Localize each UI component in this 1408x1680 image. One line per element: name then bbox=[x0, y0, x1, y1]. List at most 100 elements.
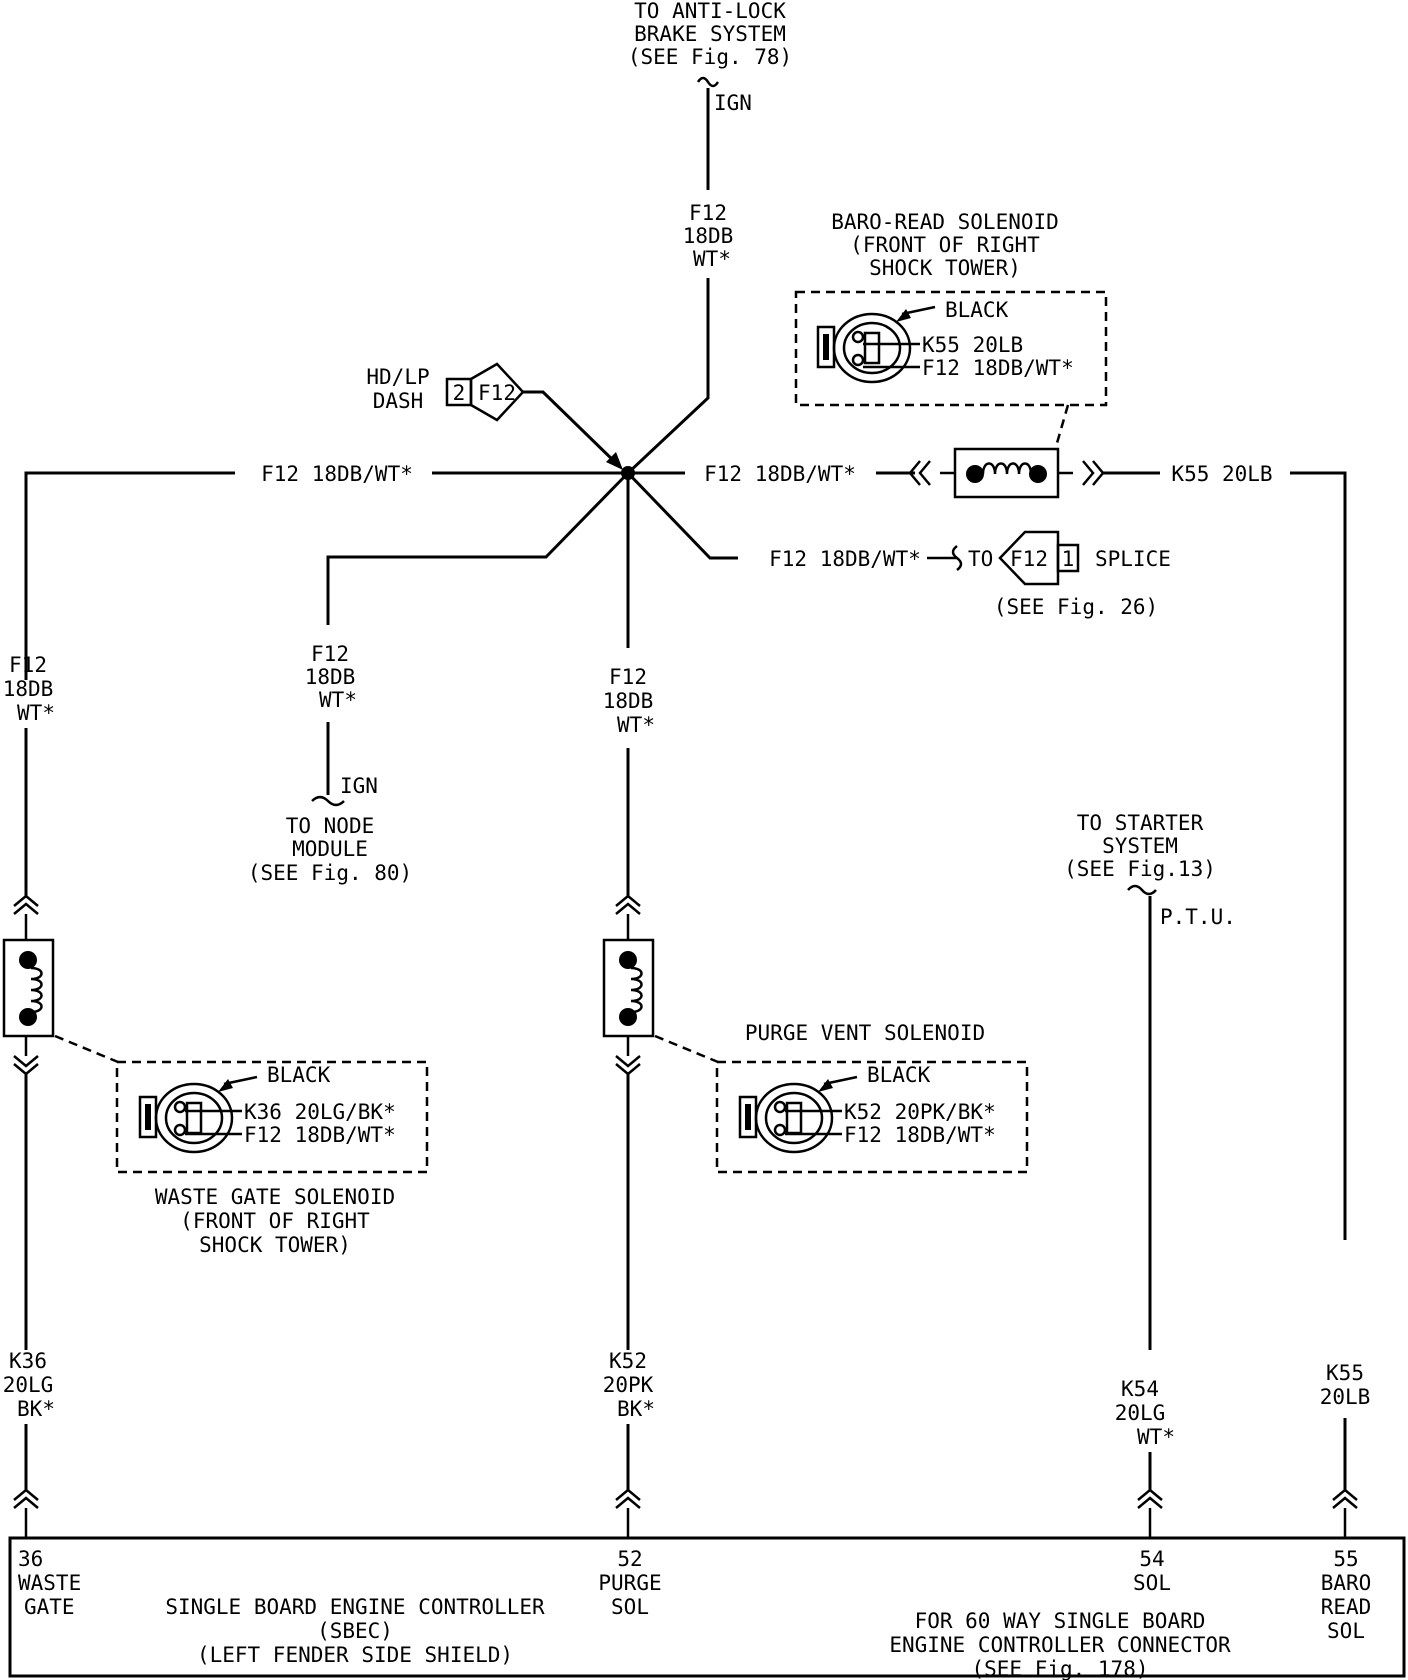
hdlp-pin: 2 bbox=[453, 381, 466, 405]
wire-node-branch bbox=[326, 471, 630, 625]
purge-title: PURGE VENT SOLENOID bbox=[745, 1021, 985, 1045]
wire-splice-branch bbox=[626, 471, 738, 560]
baro-leader-dashed bbox=[1053, 404, 1070, 451]
wire-f12-left-top bbox=[24, 471, 235, 680]
hdlp-line2: DASH bbox=[373, 389, 424, 413]
purge-connector-icon bbox=[738, 1082, 834, 1154]
splice-pin-box bbox=[1056, 543, 1080, 573]
purge-pin1-label: K52 20PK/BK* bbox=[844, 1100, 996, 1124]
ign-label-top: IGN bbox=[714, 91, 752, 115]
starter-fig-ref: (SEE Fig.13) bbox=[1064, 857, 1216, 881]
pin-55-number: 55 bbox=[1333, 1547, 1358, 1571]
splice-wire-break bbox=[927, 545, 963, 571]
center-wire-color: WT* bbox=[617, 713, 655, 737]
node-wire-gauge: 18DB bbox=[305, 665, 356, 689]
k54-wire-gauge: 20LG bbox=[1115, 1401, 1166, 1425]
splice-circuit: F12 bbox=[1010, 547, 1048, 571]
k36-wire-color: BK* bbox=[17, 1397, 55, 1421]
left-wire-color: WT* bbox=[17, 701, 55, 725]
pin-55: 55 BARO READ SOL bbox=[1321, 1547, 1372, 1643]
pin-36-label2: GATE bbox=[24, 1595, 75, 1619]
waste-gate-title-2: (FRONT OF RIGHT bbox=[180, 1209, 370, 1233]
purge-color-label: BLACK bbox=[867, 1063, 931, 1087]
hdlp-dash-reference: HD/LP DASH 2 F12 bbox=[366, 362, 525, 422]
splice-label: SPLICE bbox=[1095, 547, 1171, 571]
k52-connector-icon bbox=[615, 1488, 641, 1509]
k54-connector-icon bbox=[1137, 1488, 1163, 1509]
sbec-controller-box bbox=[8, 1536, 1406, 1678]
k55-bus-label: K55 20LB bbox=[1171, 462, 1272, 486]
hdlp-connector-diamond bbox=[469, 362, 525, 422]
waste-gate-coil-icon bbox=[30, 966, 43, 1014]
waste-gate-pin2-label: F12 18DB/WT* bbox=[244, 1123, 396, 1147]
k52-wire-circuit: K52 bbox=[609, 1349, 647, 1373]
k52-wire-gauge: 20PK bbox=[603, 1373, 654, 1397]
waste-gate-coil-box bbox=[2, 938, 55, 1038]
k54-wire-circuit: K54 bbox=[1121, 1377, 1159, 1401]
top-wire-circuit: F12 bbox=[689, 201, 727, 225]
pin-36-label1: WASTE bbox=[18, 1571, 81, 1595]
starter-line2: SYSTEM bbox=[1102, 834, 1178, 858]
baro-read-solenoid-box bbox=[794, 290, 1108, 407]
anti-lock-brake-reference: TO ANTI-LOCK BRAKE SYSTEM (SEE Fig. 78) … bbox=[628, 0, 792, 115]
connector-chevrons-right bbox=[1082, 460, 1105, 486]
center-wire-gauge: 18DB bbox=[603, 689, 654, 713]
k55-connector-icon bbox=[1332, 1488, 1358, 1509]
baro-title-1: BARO-READ SOLENOID bbox=[831, 210, 1059, 234]
k36-wire-circuit: K36 bbox=[9, 1349, 47, 1373]
pin-52-label1: PURGE bbox=[598, 1571, 661, 1595]
connector-note-2: ENGINE CONTROLLER CONNECTOR bbox=[889, 1633, 1231, 1657]
k55-wire-gauge: 20LB bbox=[1320, 1385, 1371, 1409]
wire-break-symbol-top bbox=[696, 76, 720, 88]
controller-title: SINGLE BOARD ENGINE CONTROLLER bbox=[165, 1595, 545, 1619]
coil-terminal-left bbox=[966, 465, 984, 483]
node-wire-circuit: F12 bbox=[311, 642, 349, 666]
node-wire-color: WT* bbox=[319, 688, 357, 712]
baro-title-3: SHOCK TOWER) bbox=[869, 256, 1021, 280]
anti-lock-line2: BRAKE SYSTEM bbox=[634, 22, 786, 46]
purge-upper-connector bbox=[615, 894, 641, 915]
wire-hdlp bbox=[523, 390, 620, 467]
baro-pin1-label: K55 20LB bbox=[922, 333, 1023, 357]
waste-gate-terminal-top bbox=[19, 951, 37, 969]
pin-55-label1: BARO bbox=[1321, 1571, 1372, 1595]
left-bus-label: F12 18DB/WT* bbox=[261, 462, 413, 486]
hdlp-arrow-icon bbox=[606, 452, 623, 470]
pin-55-label3: SOL bbox=[1327, 1619, 1365, 1643]
hdlp-circuit: F12 bbox=[478, 381, 516, 405]
purge-solenoid-box bbox=[715, 1060, 1029, 1174]
waste-gate-title-1: WASTE GATE SOLENOID bbox=[155, 1185, 395, 1209]
pin-36: 36 WASTE GATE bbox=[18, 1547, 81, 1619]
top-wire-color: WT* bbox=[693, 247, 731, 271]
wire-label-top: F12 18DB WT* bbox=[683, 201, 734, 271]
k54-wire-color: WT* bbox=[1137, 1425, 1175, 1449]
coil-terminal-right bbox=[1029, 465, 1047, 483]
node-dest-fig-ref: (SEE Fig. 80) bbox=[248, 861, 412, 885]
purge-pin2-label: F12 18DB/WT* bbox=[844, 1123, 996, 1147]
top-wire-gauge: 18DB bbox=[683, 224, 734, 248]
pin-54-label1: SOL bbox=[1133, 1571, 1171, 1595]
coil-winding-icon bbox=[981, 462, 1033, 475]
left-wire-gauge: 18DB bbox=[3, 677, 54, 701]
baro-arrow-icon bbox=[896, 309, 911, 322]
wire-break-symbol-node bbox=[311, 795, 345, 807]
k52-wire-color: BK* bbox=[617, 1397, 655, 1421]
wire-f12-top bbox=[626, 278, 710, 475]
k36-connector-icon bbox=[13, 1488, 39, 1509]
splice-to-label: TO bbox=[968, 547, 993, 571]
connector-fig-ref: (SEE Fig. 178) bbox=[971, 1657, 1148, 1680]
node-dest-line2: MODULE bbox=[292, 837, 368, 861]
pin-52: 52 PURGE SOL bbox=[598, 1547, 661, 1619]
purge-terminal-top bbox=[619, 951, 637, 969]
purge-leader-dashed bbox=[654, 1034, 719, 1064]
wire-break-symbol-starter bbox=[1127, 884, 1157, 896]
controller-abbrev: (SBEC) bbox=[317, 1619, 393, 1643]
pin-52-label2: SOL bbox=[611, 1595, 649, 1619]
ign-label-node: IGN bbox=[340, 774, 378, 798]
connector-note-1: FOR 60 WAY SINGLE BOARD bbox=[915, 1609, 1206, 1633]
pin-54: 54 SOL bbox=[1133, 1547, 1171, 1595]
pin-54-number: 54 bbox=[1139, 1547, 1164, 1571]
waste-gate-leader-dashed bbox=[54, 1034, 119, 1064]
wire-k55-vertical bbox=[1290, 471, 1347, 1240]
purge-lower-connector bbox=[615, 1055, 641, 1076]
